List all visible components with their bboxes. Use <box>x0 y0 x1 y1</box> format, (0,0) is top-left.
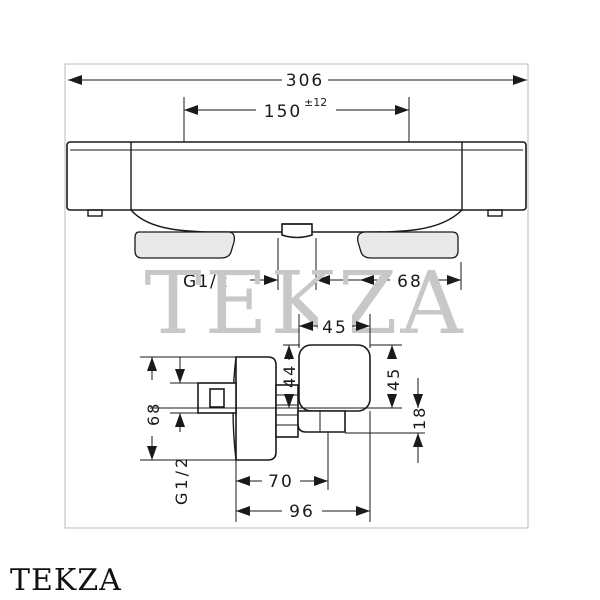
left-handle <box>134 231 236 259</box>
side-view: 45 44 45 <box>140 314 429 522</box>
watermark: TEKZA <box>144 254 465 354</box>
arrow-306-right <box>513 75 527 85</box>
dim-label-70: 70 <box>268 472 294 492</box>
dim-label-45-top: 45 <box>322 318 348 338</box>
arrow-150-right <box>395 105 409 115</box>
dim-label-45-right: 45 <box>384 367 403 391</box>
outlet-nozzle <box>281 223 313 239</box>
front-view: 306 150 ±12 G1/2 <box>66 68 527 292</box>
svg-text:TEKZA: TEKZA <box>144 254 465 354</box>
dim-label-68-front: 68 <box>397 272 423 292</box>
brand-caption: TEKZA <box>10 563 122 598</box>
dim-label-g12-side: G1/2 <box>172 455 191 505</box>
arrow-306-left <box>68 75 82 85</box>
dim-label-96: 96 <box>289 502 315 522</box>
dim-label-68-side: 68 <box>144 402 163 426</box>
dim-label-g12-front: G1/2 <box>183 272 230 292</box>
side-handle <box>298 344 371 412</box>
right-handle <box>357 231 459 259</box>
arrow-150-left <box>184 105 198 115</box>
dim-label-18: 18 <box>410 406 429 430</box>
side-spout <box>297 410 346 433</box>
thermostat-body <box>66 141 527 211</box>
dim-label-44: 44 <box>280 364 299 388</box>
dim-label-150-tolerance: ±12 <box>304 96 327 109</box>
dim-label-306: 306 <box>286 71 324 91</box>
drawing-frame <box>64 63 529 529</box>
dim-label-150: 150 <box>264 102 302 122</box>
